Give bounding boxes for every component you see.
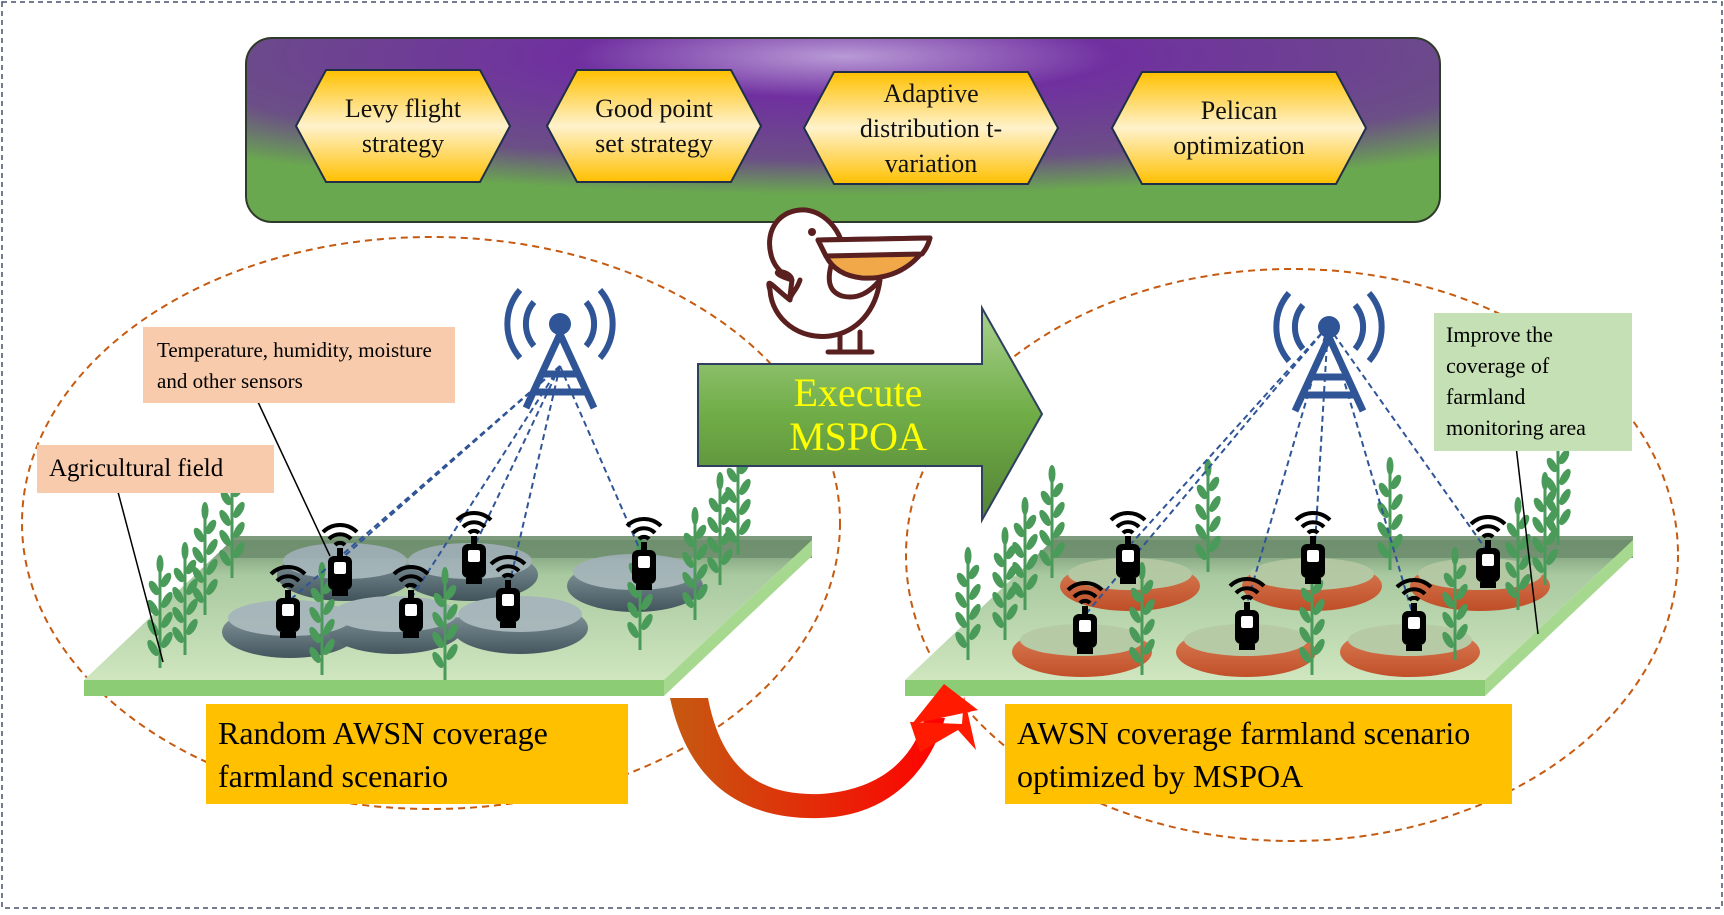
strategy-hexagon-good-point bbox=[545, 69, 763, 183]
right-scene-ellipse bbox=[905, 268, 1679, 842]
sensor-type-label: Temperature, humidity, moisture and othe… bbox=[143, 327, 455, 403]
curved-arrow-tip bbox=[912, 684, 978, 724]
strategy-hexagon-levy bbox=[294, 69, 512, 183]
curved-transition-arrow bbox=[670, 698, 945, 819]
strategy-label-adaptive: Adaptive distribution t-variation bbox=[859, 78, 1003, 178]
strategy-label-levy: Levy flight strategy bbox=[344, 94, 462, 158]
curved-arrow-head bbox=[910, 696, 976, 752]
pelican-icon bbox=[766, 207, 933, 355]
agricultural-field-label: Agricultural field bbox=[37, 445, 274, 493]
field-label-pointer bbox=[117, 491, 164, 663]
sensor-label-pointer bbox=[257, 401, 331, 557]
antenna-tower-icon bbox=[1276, 293, 1381, 411]
execute-arrow-label: Execute MSPOA bbox=[789, 370, 927, 459]
strategy-label-pelican: Pelican optimization bbox=[1173, 96, 1305, 160]
improve-label-pointer bbox=[1515, 445, 1539, 635]
antenna-tower-icon bbox=[507, 290, 612, 408]
strategy-label-good-point: Good point set strategy bbox=[595, 94, 713, 158]
strategy-hexagon-adaptive bbox=[802, 71, 1060, 185]
left-scene-ellipse bbox=[21, 236, 841, 810]
improve-coverage-label: Improve the coverage of farmland monitor… bbox=[1434, 313, 1632, 451]
left-wireless-links bbox=[289, 365, 641, 601]
left-scene-caption: Random AWSN coverage farmland scenario bbox=[206, 704, 628, 804]
strategy-hexagon-pelican bbox=[1110, 71, 1368, 185]
right-scene-caption: AWSN coverage farmland scenario optimize… bbox=[1005, 704, 1512, 804]
execute-arrow bbox=[697, 304, 1044, 524]
